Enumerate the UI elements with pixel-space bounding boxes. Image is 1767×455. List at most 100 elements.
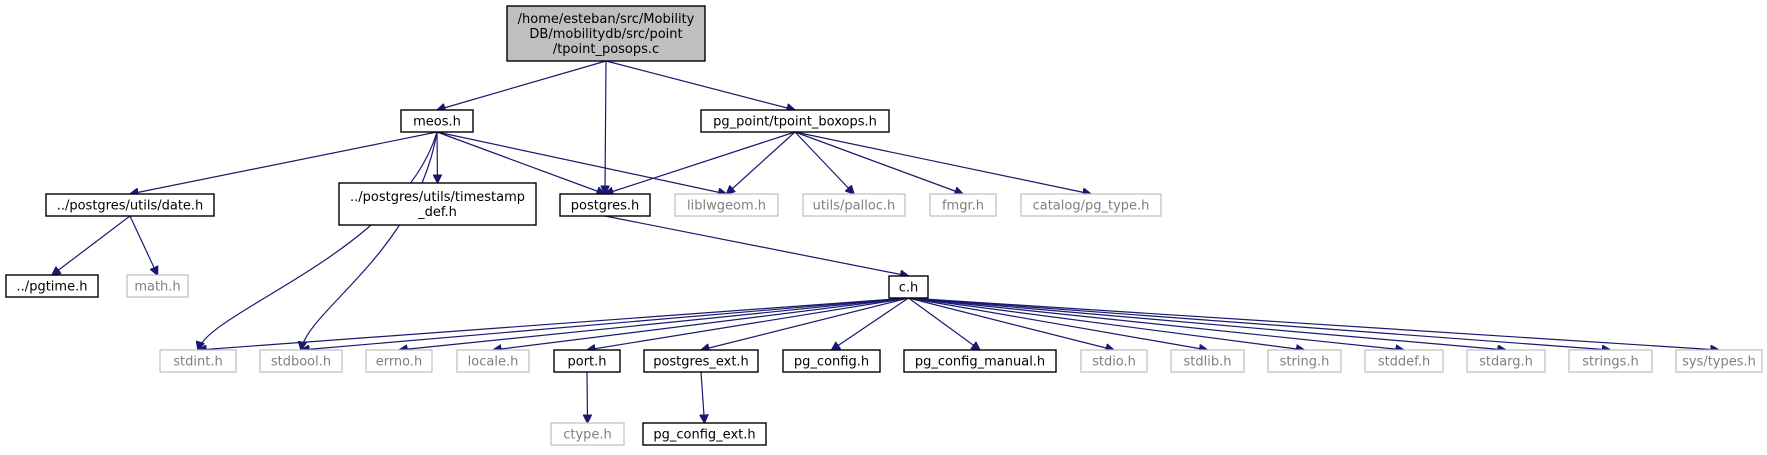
node-meos[interactable]: meos.h bbox=[400, 109, 474, 133]
node-box bbox=[1170, 349, 1245, 373]
edge-meos-to-stdint bbox=[198, 131, 438, 350]
node-label: ../pgtime.h bbox=[17, 280, 88, 295]
node-postgres[interactable]: postgres.h bbox=[559, 193, 651, 217]
edge-meos-to-stdbool bbox=[301, 131, 438, 350]
node-label: errno.h bbox=[376, 355, 423, 370]
node-locale: locale.h bbox=[456, 349, 530, 373]
node-strings: strings.h bbox=[1568, 349, 1653, 373]
node-box bbox=[1020, 193, 1162, 217]
node-layer: /home/esteban/src/MobilityDB/mobilitydb/… bbox=[5, 5, 1763, 446]
node-pg-config[interactable]: pg_config.h bbox=[782, 349, 881, 373]
node-date[interactable]: ../postgres/utils/date.h bbox=[45, 193, 215, 217]
node-root[interactable]: /home/esteban/src/MobilityDB/mobilitydb/… bbox=[506, 5, 706, 62]
edge-c-to-pg_config_manual bbox=[908, 297, 981, 350]
node-label: stdarg.h bbox=[1479, 355, 1533, 370]
node-palloc: utils/palloc.h bbox=[802, 193, 906, 217]
node-box bbox=[550, 422, 625, 446]
node-label: pg_config.h bbox=[794, 355, 869, 370]
node-fmgr: fmgr.h bbox=[929, 193, 997, 217]
node-label: stdlib.h bbox=[1184, 355, 1232, 370]
node-label: ../postgres/utils/timestamp bbox=[350, 190, 525, 205]
edge-meos-to-timestamp_def bbox=[437, 131, 438, 183]
node-label: /home/esteban/src/Mobility bbox=[518, 12, 695, 27]
node-port[interactable]: port.h bbox=[553, 349, 621, 373]
edge-root-to-postgres bbox=[605, 60, 606, 194]
node-label: DB/mobilitydb/src/point bbox=[529, 27, 682, 42]
edge-c-to-stdint bbox=[198, 297, 909, 350]
node-label: sys/types.h bbox=[1682, 355, 1756, 370]
node-box bbox=[365, 349, 433, 373]
node-box bbox=[159, 349, 237, 373]
node-pg-config-ext[interactable]: pg_config_ext.h bbox=[642, 422, 767, 446]
node-math: math.h bbox=[126, 274, 189, 298]
node-box bbox=[643, 349, 759, 373]
node-label: _def.h bbox=[417, 205, 457, 220]
edge-layer bbox=[52, 60, 1720, 423]
edge-c-to-sys_types bbox=[908, 297, 1720, 350]
node-label: ../postgres/utils/date.h bbox=[57, 199, 204, 214]
node-stdlib: stdlib.h bbox=[1170, 349, 1245, 373]
node-box bbox=[506, 5, 706, 62]
node-timestamp-def[interactable]: ../postgres/utils/timestamp_def.h bbox=[338, 182, 537, 226]
edge-root-to-meos bbox=[437, 60, 607, 110]
node-pgtime[interactable]: ../pgtime.h bbox=[5, 274, 99, 298]
edge-c-to-strings bbox=[908, 297, 1611, 350]
edge-c-to-pg_config bbox=[832, 297, 909, 350]
edge-tpoint_boxops-to-liblwgeom bbox=[727, 131, 796, 194]
node-box bbox=[559, 193, 651, 217]
edge-meos-to-postgres bbox=[436, 131, 605, 194]
node-label: pg_config_manual.h bbox=[915, 355, 1045, 370]
edge-tpoint_boxops-to-fmgr bbox=[794, 131, 963, 194]
node-label: utils/palloc.h bbox=[813, 199, 896, 214]
edge-c-to-postgres_ext bbox=[701, 297, 909, 350]
node-box bbox=[1675, 349, 1763, 373]
node-label: liblwgeom.h bbox=[687, 199, 766, 214]
node-label: stdbool.h bbox=[271, 355, 331, 370]
node-box bbox=[456, 349, 530, 373]
node-stdio: stdio.h bbox=[1080, 349, 1148, 373]
node-pg-type: catalog/pg_type.h bbox=[1020, 193, 1162, 217]
node-errno: errno.h bbox=[365, 349, 433, 373]
node-box bbox=[5, 274, 99, 298]
node-box bbox=[1267, 349, 1342, 373]
node-stddef: stddef.h bbox=[1364, 349, 1444, 373]
edge-c-to-errno bbox=[399, 297, 909, 350]
node-box bbox=[642, 422, 767, 446]
node-label: c.h bbox=[899, 281, 919, 296]
node-box bbox=[802, 193, 906, 217]
node-stdint: stdint.h bbox=[159, 349, 237, 373]
node-label: meos.h bbox=[413, 115, 461, 130]
node-stdbool: stdbool.h bbox=[259, 349, 343, 373]
edge-c-to-stdbool bbox=[301, 297, 909, 350]
node-box bbox=[126, 274, 189, 298]
node-box bbox=[1080, 349, 1148, 373]
node-label: stddef.h bbox=[1378, 355, 1430, 370]
node-postgres-ext[interactable]: postgres_ext.h bbox=[643, 349, 759, 373]
node-box bbox=[45, 193, 215, 217]
node-label: math.h bbox=[134, 280, 180, 295]
node-box bbox=[400, 109, 474, 133]
edge-meos-to-date bbox=[130, 131, 438, 194]
node-box bbox=[903, 349, 1057, 373]
edge-c-to-string bbox=[908, 297, 1305, 350]
edge-date-to-math bbox=[129, 215, 158, 275]
node-label: /tpoint_posops.c bbox=[553, 42, 659, 57]
node-c[interactable]: c.h bbox=[888, 275, 929, 299]
node-box bbox=[888, 275, 929, 299]
node-pg-config-manual[interactable]: pg_config_manual.h bbox=[903, 349, 1057, 373]
node-box bbox=[674, 193, 779, 217]
node-box bbox=[782, 349, 881, 373]
node-string: string.h bbox=[1267, 349, 1342, 373]
node-tpoint-boxops[interactable]: pg_point/tpoint_boxops.h bbox=[700, 109, 890, 133]
edge-c-to-port bbox=[587, 297, 909, 350]
edge-root-to-tpoint_boxops bbox=[605, 60, 795, 110]
node-label: pg_config_ext.h bbox=[653, 428, 755, 443]
node-box bbox=[1364, 349, 1444, 373]
node-box bbox=[338, 182, 537, 226]
node-box bbox=[1466, 349, 1546, 373]
node-sys-types: sys/types.h bbox=[1675, 349, 1763, 373]
node-label: port.h bbox=[567, 355, 606, 370]
node-ctype: ctype.h bbox=[550, 422, 625, 446]
node-box bbox=[553, 349, 621, 373]
